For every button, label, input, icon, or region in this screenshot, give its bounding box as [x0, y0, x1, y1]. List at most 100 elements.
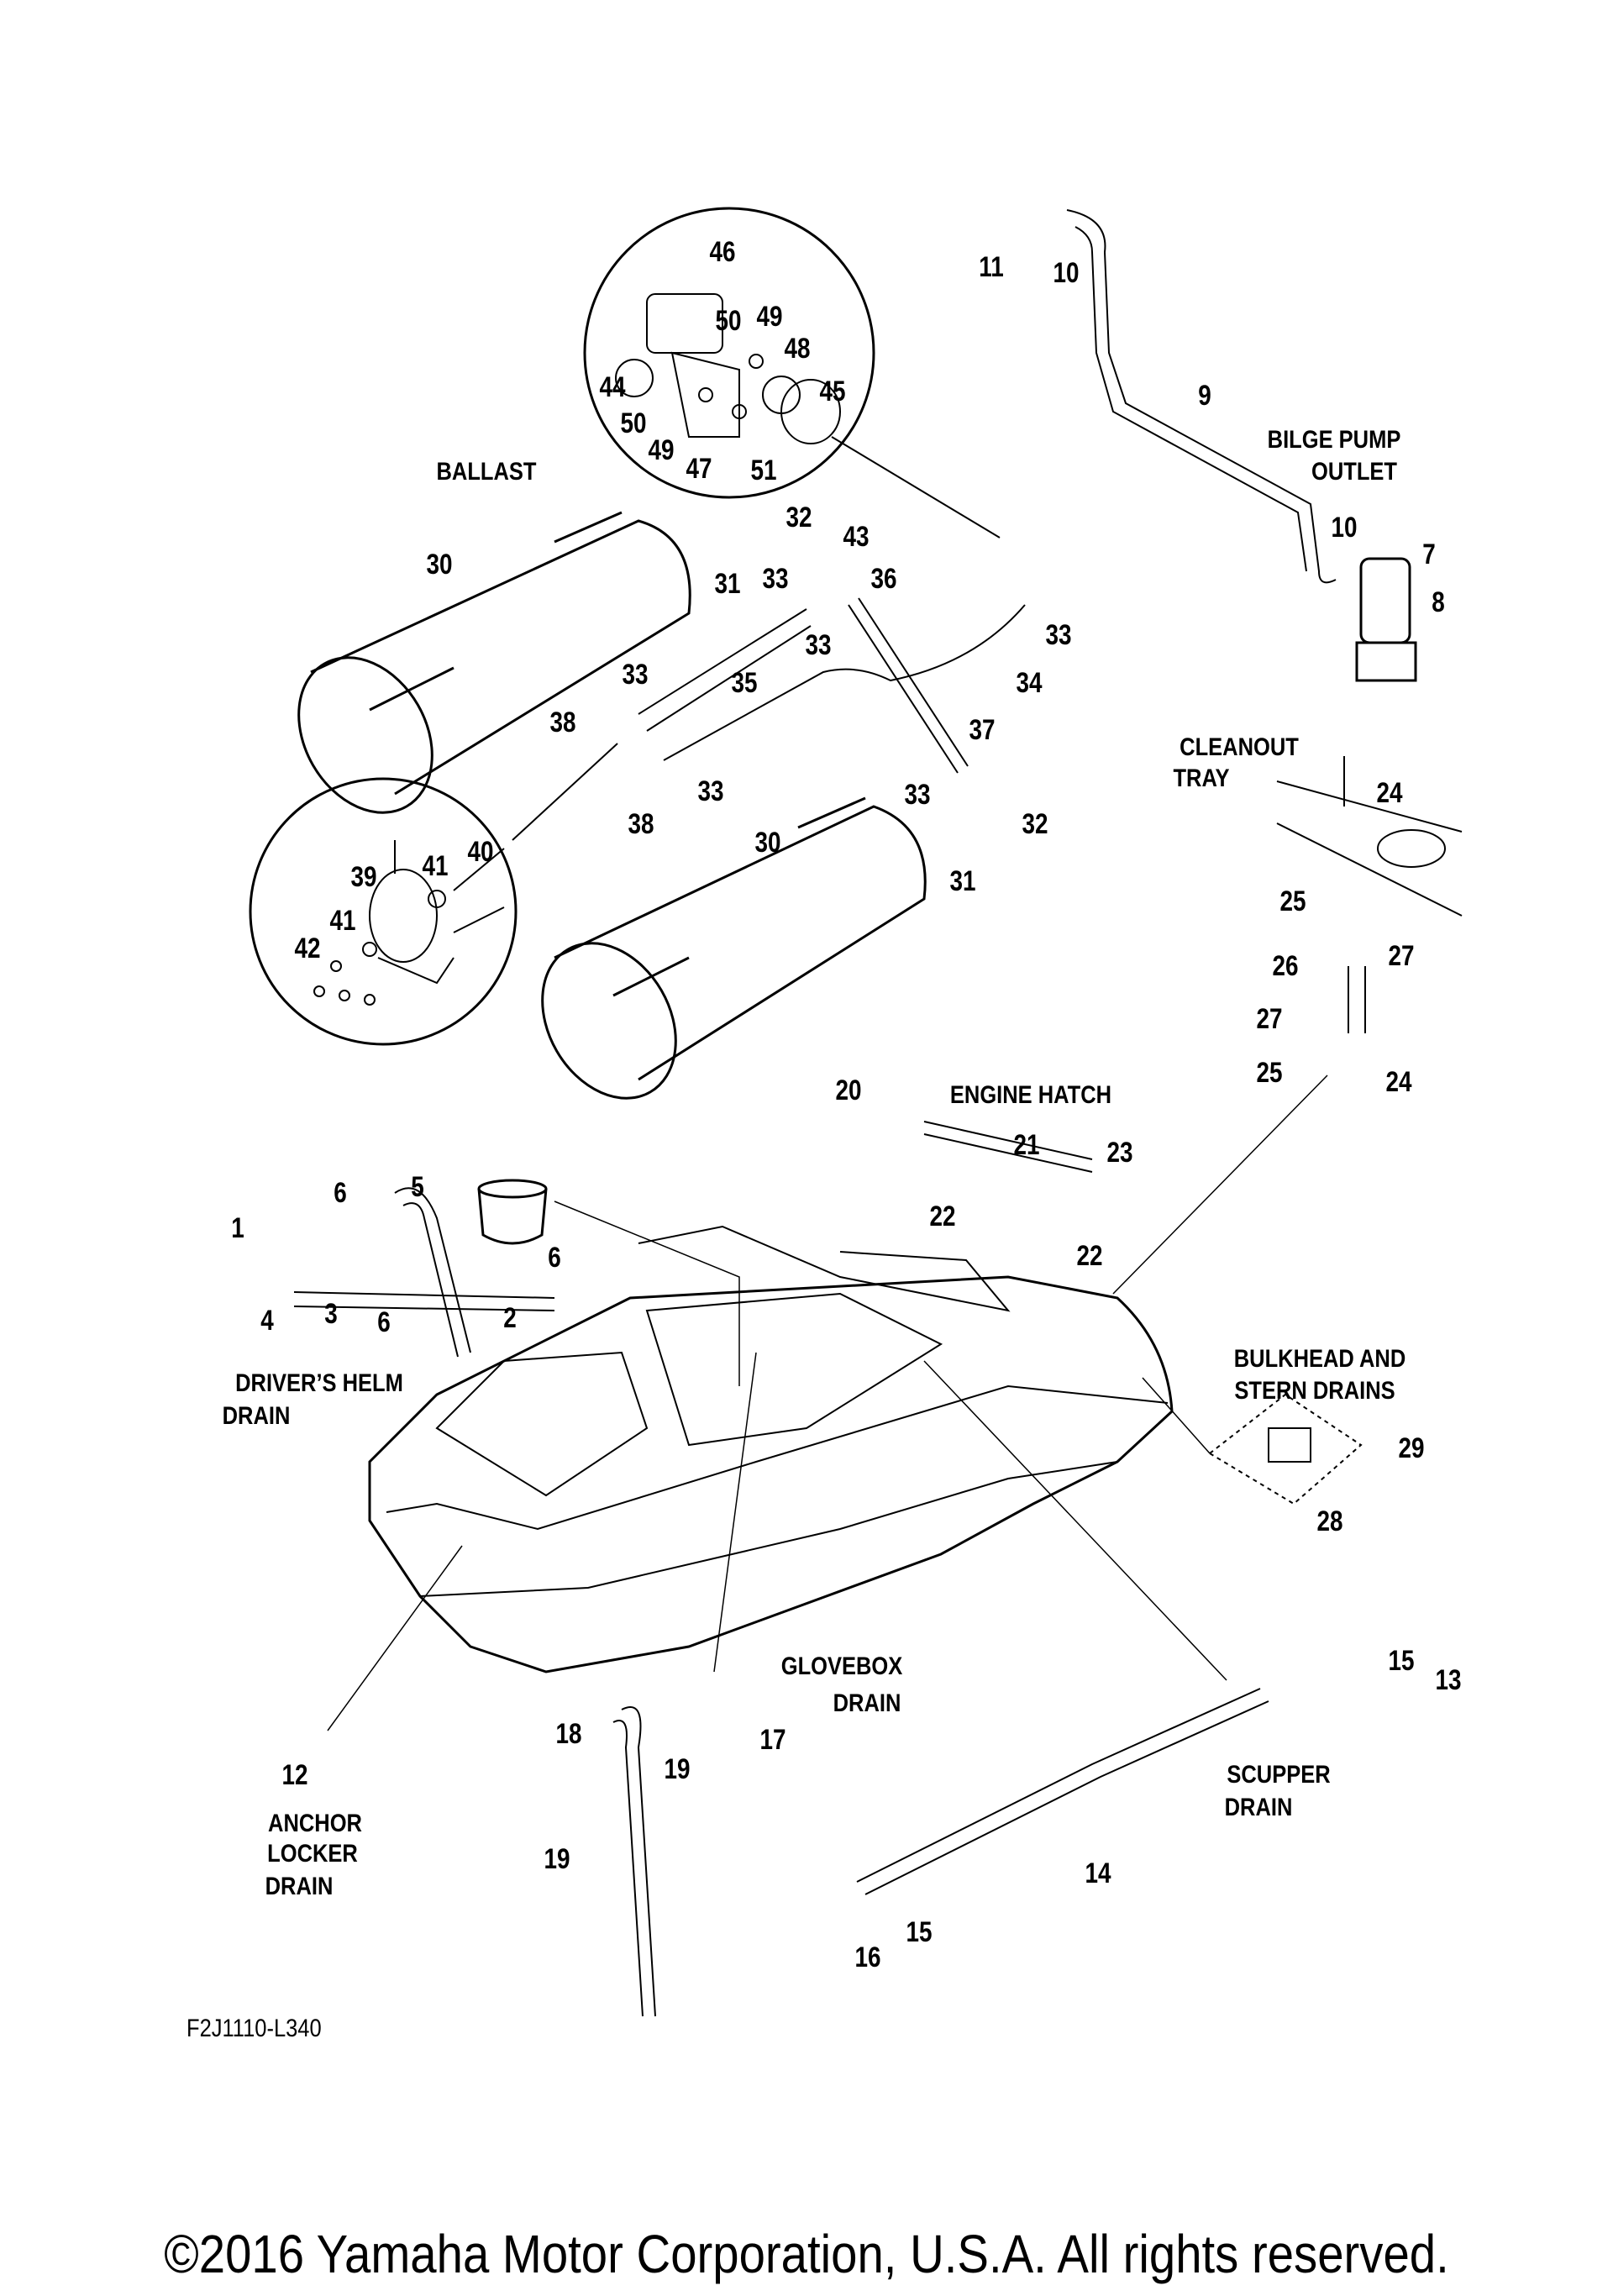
callout: 34 — [1016, 667, 1043, 699]
callout: 27 — [1388, 940, 1415, 972]
callout: 24 — [1385, 1066, 1412, 1098]
callout: 33 — [1045, 619, 1072, 651]
valve-detail — [313, 840, 505, 1006]
callout: 23 — [1106, 1137, 1133, 1169]
callout: 41 — [422, 850, 449, 882]
callout: 25 — [1256, 1057, 1283, 1089]
boat-hull — [368, 1225, 1174, 1673]
callout: 11 — [979, 251, 1004, 283]
section-label-scupper-drain-2: DRAIN — [1224, 1794, 1293, 1821]
callout: 50 — [620, 407, 647, 439]
callout: 35 — [731, 667, 758, 699]
callout: 24 — [1376, 777, 1403, 809]
callout: 50 — [715, 305, 742, 337]
callout: 30 — [754, 827, 781, 859]
callout: 30 — [426, 549, 453, 581]
callout: 21 — [1013, 1129, 1040, 1161]
callout: 6 — [334, 1177, 347, 1209]
pump-detail-circle — [583, 207, 875, 499]
callout: 44 — [599, 371, 626, 403]
callout: 3 — [324, 1298, 338, 1330]
callout: 41 — [329, 905, 356, 937]
callout: 29 — [1398, 1432, 1425, 1464]
callout: 19 — [544, 1843, 570, 1875]
callout: 22 — [929, 1201, 956, 1232]
callout: 2 — [503, 1302, 517, 1334]
bulkhead-drain-box — [1208, 1393, 1363, 1505]
callout: 39 — [350, 861, 377, 893]
callout: 49 — [756, 301, 783, 333]
callout: 31 — [714, 568, 741, 600]
section-label-scupper-drain: SCUPPER — [1227, 1761, 1331, 1789]
callout: 42 — [294, 933, 321, 964]
callout: 15 — [906, 1916, 933, 1948]
callout: 33 — [805, 629, 832, 661]
callout: 19 — [664, 1753, 691, 1785]
callout: 22 — [1076, 1240, 1103, 1272]
section-label-anchor-locker-2: LOCKER — [267, 1840, 358, 1868]
diagram-code: F2J1110-L340 — [187, 2015, 322, 2042]
callout: 32 — [785, 502, 812, 533]
section-label-glovebox-drain-2: DRAIN — [833, 1689, 901, 1717]
callout: 13 — [1435, 1664, 1462, 1696]
ballast-tank-lower — [541, 796, 927, 1100]
cup-holder — [477, 1179, 548, 1245]
callout: 38 — [628, 808, 654, 840]
callout: 16 — [854, 1941, 881, 1973]
section-label-glovebox-drain: GLOVEBOX — [780, 1652, 903, 1680]
section-label-ballast: BALLAST — [436, 458, 537, 486]
callout: 25 — [1279, 885, 1306, 917]
callout: 12 — [281, 1759, 308, 1791]
callout: 49 — [648, 434, 675, 466]
section-label-anchor-locker-3: DRAIN — [265, 1873, 334, 1900]
callout: 4 — [260, 1305, 274, 1337]
callout: 38 — [549, 707, 576, 738]
section-label-bilge-pump-outlet: BILGE PUMP — [1267, 426, 1401, 454]
copyright-notice: ©2016 Yamaha Motor Corporation, U.S.A. A… — [164, 2224, 1449, 2284]
callout: 10 — [1331, 512, 1358, 544]
section-label-engine-hatch: ENGINE HATCH — [949, 1081, 1112, 1109]
callout: 14 — [1085, 1857, 1111, 1889]
callout: 8 — [1432, 586, 1445, 618]
cleanout-tray — [1276, 756, 1463, 1033]
leader-lines — [327, 1074, 1328, 1731]
section-label-cleanout-tray: CLEANOUT — [1180, 733, 1299, 761]
callout: 28 — [1316, 1505, 1343, 1537]
callout: 6 — [377, 1306, 391, 1338]
callout: 6 — [548, 1242, 561, 1274]
bilge-pump — [1355, 557, 1417, 682]
section-label-bulkhead: BULKHEAD AND — [1233, 1345, 1406, 1373]
callout: 45 — [819, 376, 846, 407]
callout: 20 — [835, 1074, 862, 1106]
callout: 10 — [1053, 257, 1080, 289]
callout: 27 — [1256, 1003, 1283, 1035]
callout: 37 — [969, 714, 996, 746]
callout: 40 — [467, 836, 494, 868]
section-label-bilge-pump-outlet-2: OUTLET — [1311, 458, 1397, 486]
section-label-drivers-helm-drain-2: DRAIN — [222, 1402, 291, 1430]
callout: 15 — [1388, 1645, 1415, 1677]
callout: 9 — [1198, 380, 1211, 412]
callout: 43 — [843, 521, 870, 553]
callout: 33 — [622, 659, 649, 691]
callout: 31 — [949, 865, 976, 897]
callout: 51 — [750, 454, 777, 486]
section-label-bulkhead-2: STERN DRAINS — [1234, 1377, 1395, 1405]
hoses — [293, 209, 1337, 2017]
ballast-pump-detail — [615, 293, 841, 444]
callout: 33 — [762, 563, 789, 595]
callout: 48 — [784, 333, 811, 365]
callout: 7 — [1422, 539, 1436, 570]
valve-detail-circle — [249, 777, 518, 1046]
callout: 33 — [904, 779, 931, 811]
callout: 26 — [1272, 950, 1299, 982]
callout: 1 — [231, 1212, 244, 1244]
callout: 47 — [686, 453, 712, 485]
callout: 46 — [709, 236, 736, 268]
callout: 32 — [1022, 808, 1048, 840]
section-label-drivers-helm-drain: DRIVER’S HELM — [235, 1369, 403, 1397]
section-label-cleanout-tray-2: TRAY — [1173, 764, 1230, 792]
ballast-tank-upper — [297, 511, 691, 814]
